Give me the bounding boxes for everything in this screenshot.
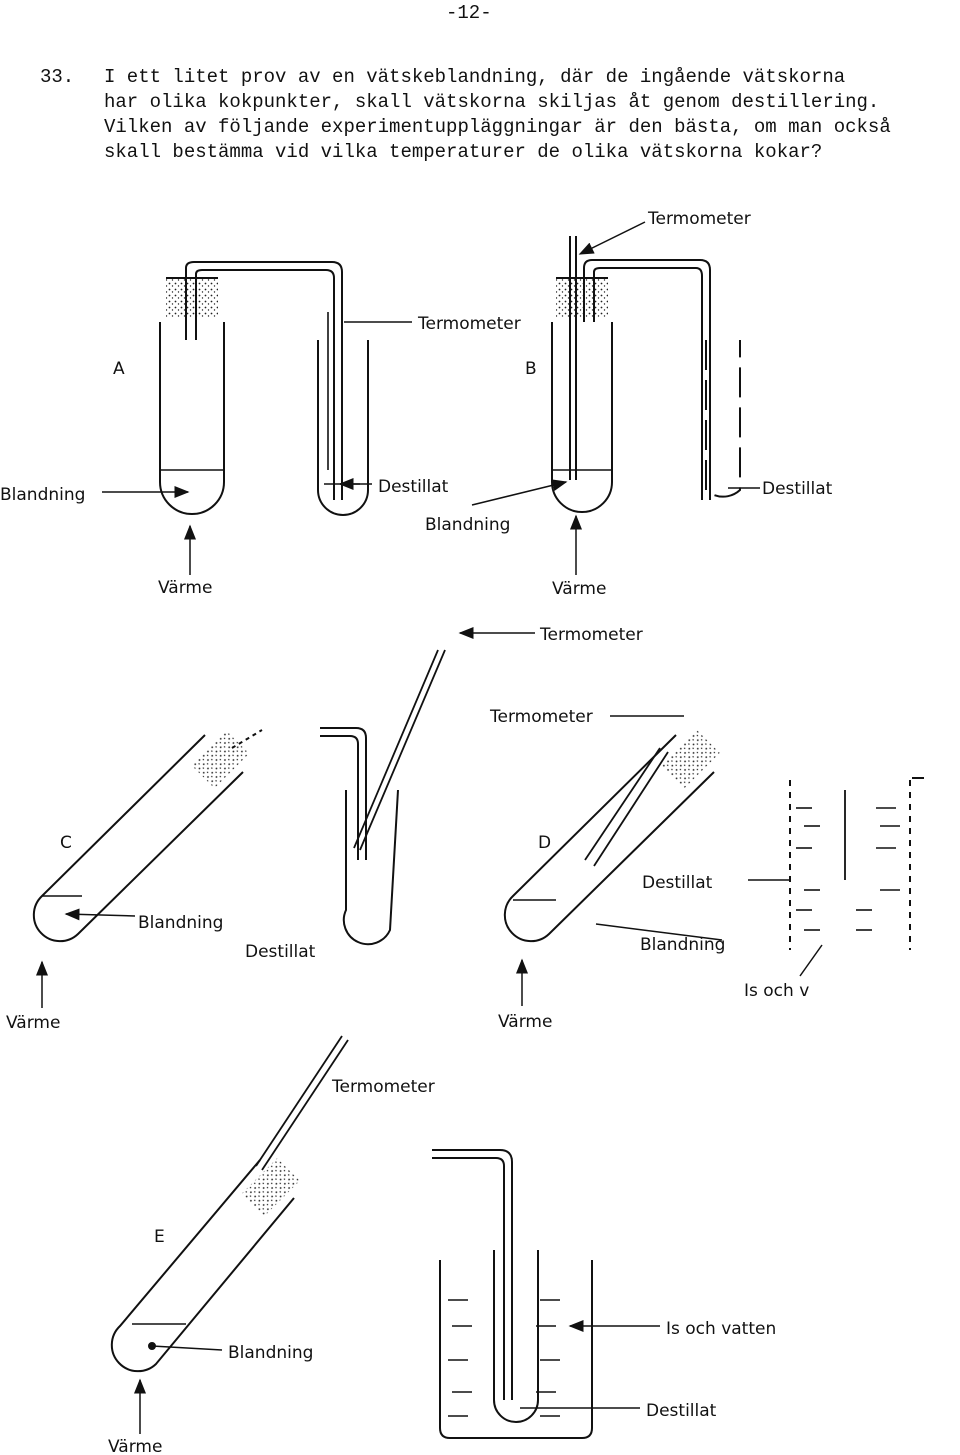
option-e-termometer-label: Termometer [331, 1077, 435, 1097]
option-b-letter: B [525, 359, 537, 379]
option-a-blandning-label: Blandning [0, 485, 85, 505]
option-c-letter: C [60, 833, 72, 853]
option-b-destillat-label: Destillat [762, 479, 833, 499]
option-d-destillat-label: Destillat [642, 873, 713, 893]
option-c-destillat-label: Destillat [245, 942, 316, 962]
option-b-blandning-label: Blandning [425, 515, 510, 535]
option-c-termometer-label: Termometer [539, 625, 643, 645]
option-e-blandning-label: Blandning [228, 1343, 313, 1363]
option-d-setup [503, 715, 924, 1006]
option-e-letter: E [154, 1227, 165, 1247]
option-d-blandning-label: Blandning [640, 935, 725, 955]
option-e-varme-label: Värme [108, 1437, 162, 1455]
question-line-4: skall bestämma vid vilka temperaturer de… [104, 141, 823, 163]
option-d-termometer-label: Termometer [489, 707, 593, 727]
page-number: -12- [446, 2, 492, 24]
option-c-blandning-label: Blandning [138, 913, 223, 933]
option-a-varme-label: Värme [158, 578, 212, 598]
option-a-destillat-label: Destillat [378, 477, 449, 497]
question-number: 33. [40, 66, 75, 88]
option-b-varme-label: Värme [552, 579, 606, 599]
question-line-3: Vilken av följande experimentuppläggning… [104, 116, 891, 138]
question-line-2: har olika kokpunkter, skall vätskorna sk… [104, 91, 880, 113]
option-b-setup [471, 221, 760, 575]
option-d-is-och-vatten-label: Is och v [744, 981, 809, 1001]
question-line-1: I ett litet prov av en vätskeblandning, … [104, 66, 846, 88]
option-a-termometer-label: Termometer [417, 314, 521, 334]
option-c-setup [32, 627, 535, 1008]
option-e-setup [110, 1035, 660, 1439]
option-c-varme-label: Värme [6, 1013, 60, 1033]
option-d-varme-label: Värme [498, 1012, 552, 1032]
option-e-destillat-label: Destillat [646, 1401, 717, 1421]
option-e-is-och-vatten-label: Is och vatten [666, 1319, 776, 1339]
option-d-letter: D [538, 833, 551, 853]
option-a-setup [102, 261, 412, 575]
option-a-letter: A [113, 359, 125, 379]
option-b-termometer-label: Termometer [647, 209, 751, 229]
